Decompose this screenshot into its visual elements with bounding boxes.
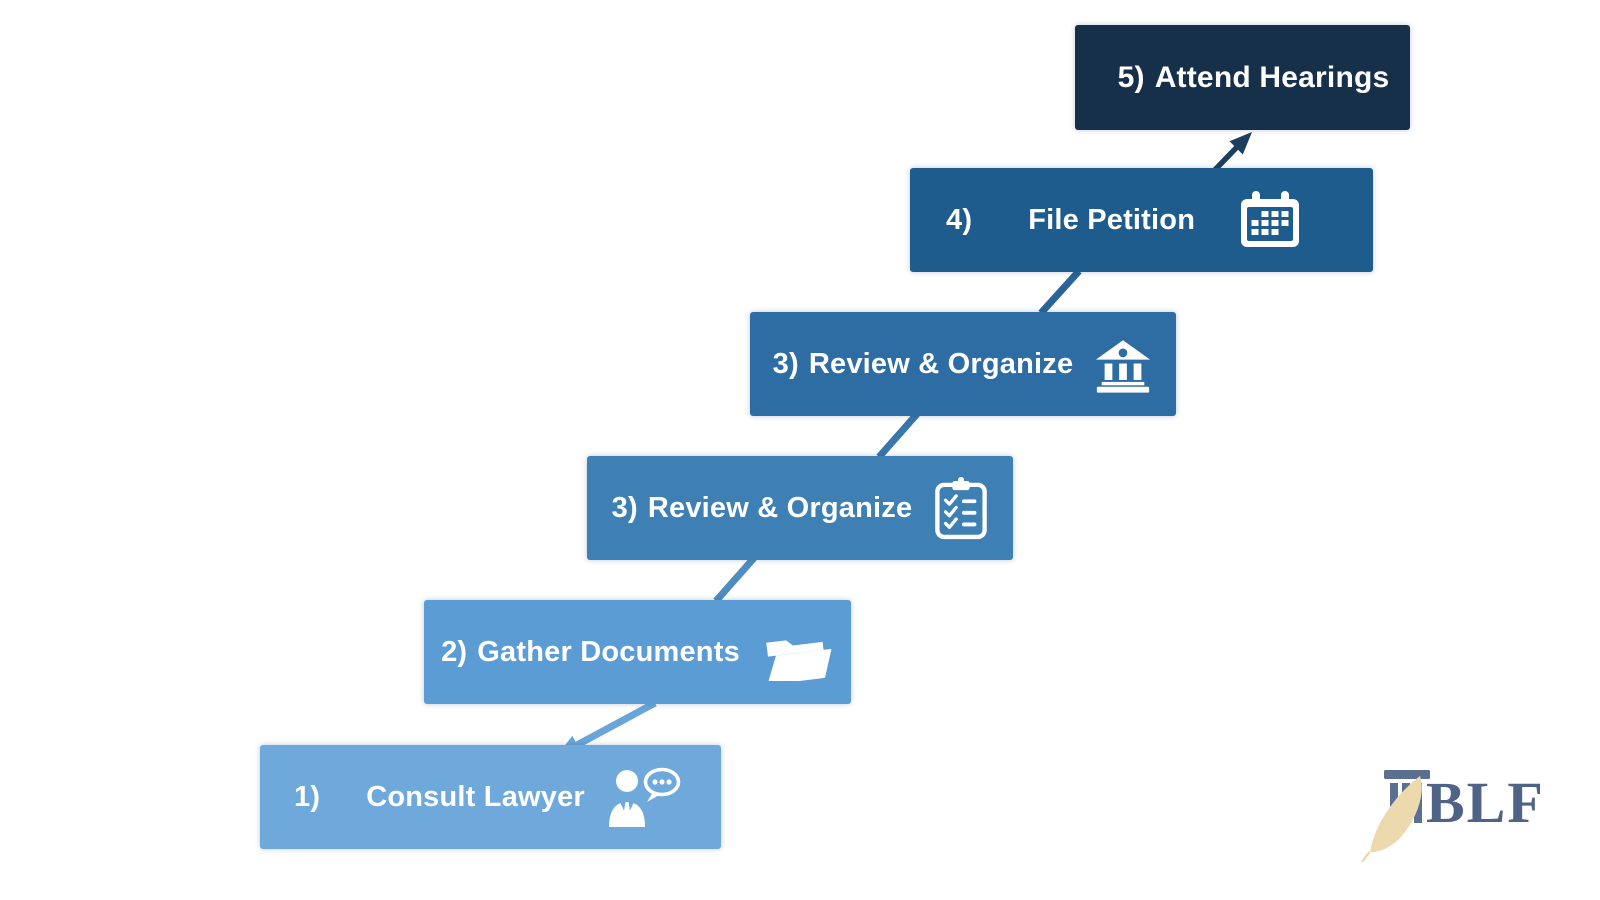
blf-logo: BLF [1358,752,1545,862]
connector-step2-to-step3a [713,555,757,604]
step-5-attend-hearings: 5) Attend Hearings [1075,25,1410,130]
step-3b-review-organize: 3) Review & Organize [750,312,1176,416]
step-4-label: File Petition [1028,203,1196,236]
step-1-label: Consult Lawyer [366,780,585,813]
step-3b-label: Review & Organize [808,347,1074,380]
connector-step3a-to-step3b [876,411,920,460]
step-1-consult-lawyer: 1) Consult Lawyer [260,745,721,849]
step-4-number: 4) [946,203,973,236]
open-folder-icon [766,640,832,681]
calendar-icon [1241,191,1300,247]
column-feather-icon [1360,770,1430,862]
step-3a-label: Review & Organize [647,491,913,524]
step-3a-number: 3) [611,491,638,524]
step-2-number: 2) [441,635,468,668]
step-1-number: 1) [294,780,321,813]
connector-step2-to-step1 [575,699,657,749]
step-5-number: 5) [1117,60,1145,94]
arrowhead-into-step5 [1229,132,1252,155]
step-2-gather-documents: 2) Gather Documents [424,600,851,704]
step-3a-review-organize: 3) Review & Organize [587,456,1013,560]
logo-text: BLF [1426,770,1545,835]
step-3b-number: 3) [772,347,799,380]
step-2-label: Gather Documents [477,635,740,668]
courthouse-icon [1096,339,1151,393]
person-chat-icon [608,767,681,827]
step-4-file-petition: 4) File Petition [910,168,1373,272]
connector-step3b-to-step4 [1038,268,1082,316]
step-5-label: Attend Hearings [1154,60,1390,94]
checklist-clipboard-icon [935,477,988,540]
